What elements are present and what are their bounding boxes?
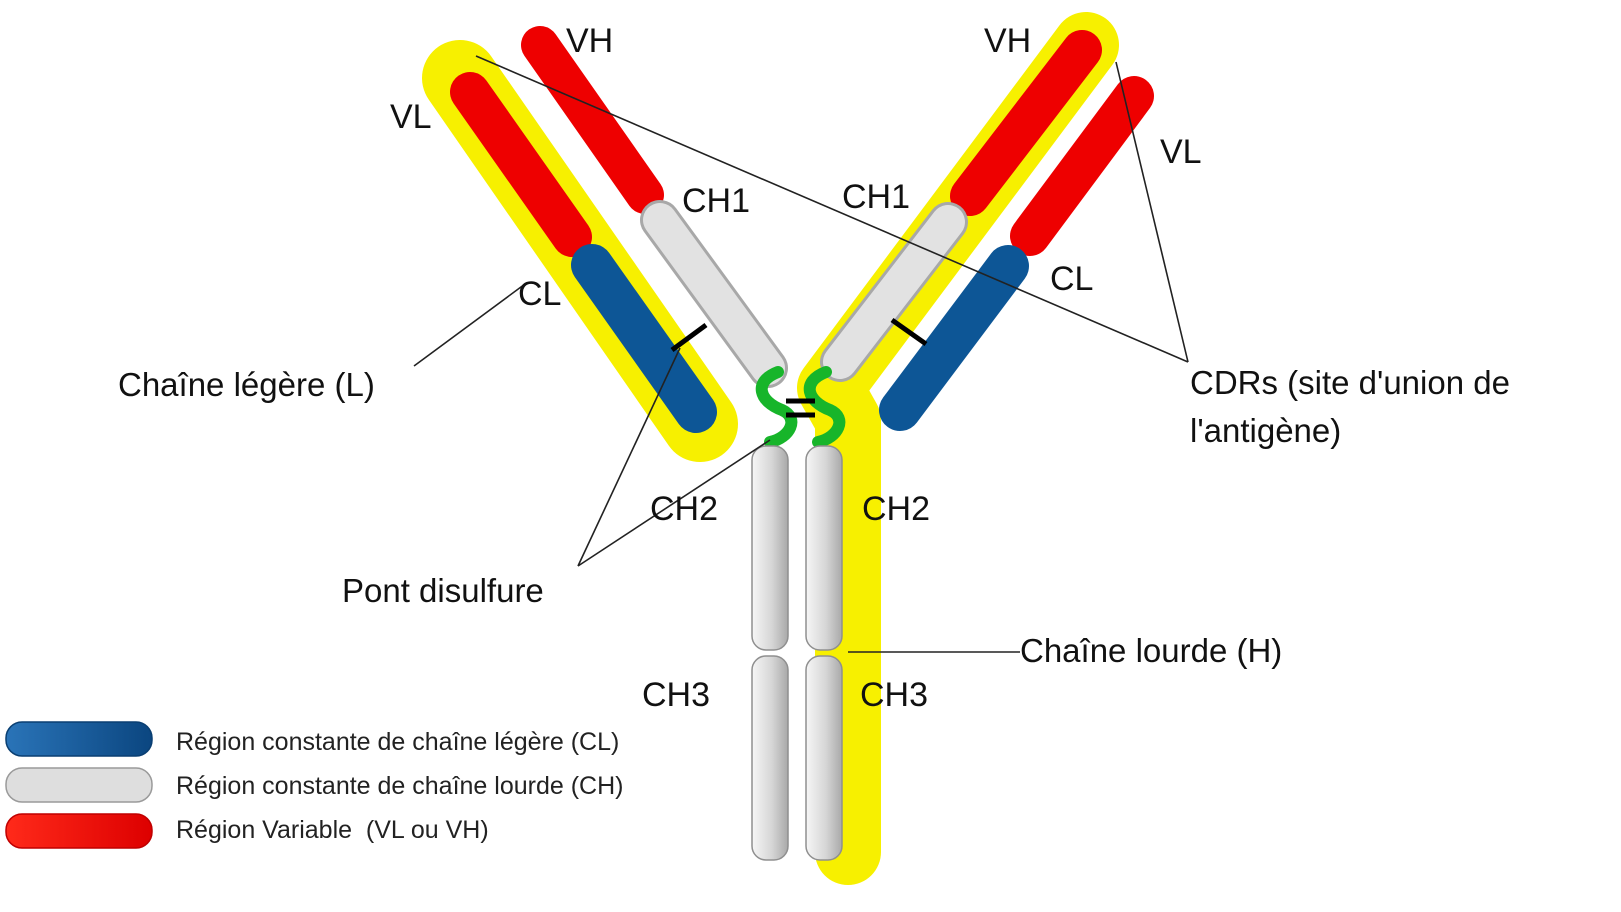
cl-domain-right — [879, 245, 1029, 431]
vh-domain-left — [521, 26, 664, 214]
heavy-chain-highlight-right — [797, 12, 1119, 885]
ch1-domain-left-fill — [643, 203, 785, 385]
ch1-domain-right-fill — [823, 205, 965, 379]
label-heavy-chain: Chaîne lourde (H) — [1020, 632, 1282, 669]
label-vh-left: VH — [566, 22, 613, 60]
disulfide-leader-2 — [577, 439, 771, 567]
right-heavy-arm — [820, 30, 1102, 382]
disulfide-bond-left-arm — [670, 322, 708, 353]
label-cdrs-line2: l'antigène) — [1190, 412, 1341, 449]
label-cl-right: CL — [1050, 260, 1093, 298]
cl-domain-left — [571, 244, 717, 433]
vl-domain-left — [450, 72, 592, 257]
label-vl-right: VL — [1160, 133, 1202, 171]
legend-swatch-heavy-constant — [5, 767, 153, 803]
legend-label-light-constant: Région constante de chaîne légère (CL) — [176, 728, 619, 756]
label-ch3-right: CH3 — [860, 676, 928, 714]
disulfide-bond-right-arm — [890, 317, 928, 347]
label-ch2-right: CH2 — [862, 490, 930, 528]
hinge-region — [755, 366, 846, 448]
ch2-domain-left — [751, 445, 789, 651]
legend-label-heavy-constant: Région constante de chaîne lourde (CH) — [176, 772, 624, 800]
legend-swatch-variable — [5, 813, 153, 849]
legend: Région constante de chaîne légère (CL) R… — [5, 721, 624, 849]
legend-swatch-light-constant — [5, 721, 153, 757]
label-ch3-left: CH3 — [642, 676, 710, 714]
cdrs-leader-2 — [1115, 61, 1189, 363]
label-vl-left: VL — [390, 98, 432, 136]
label-disulfide-bridge: Pont disulfure — [342, 572, 544, 609]
callout-labels: Chaîne légère (L) Pont disulfure Chaîne … — [118, 364, 1510, 669]
disulfide-leader-1 — [577, 347, 681, 567]
fc-stem — [751, 445, 843, 861]
ch2-domain-right — [805, 445, 843, 651]
label-cdrs-line1: CDRs (site d'union de — [1190, 364, 1510, 401]
legend-label-variable: Région Variable (VL ou VH) — [176, 816, 489, 844]
ch3-domain-right — [805, 655, 843, 861]
ch3-domain-left — [751, 655, 789, 861]
vl-domain-right — [1010, 76, 1154, 256]
domain-labels: VH VH VL VL CH1 CH1 CL CL CH2 CH2 CH3 CH… — [390, 22, 1202, 714]
left-light-arm — [450, 72, 717, 433]
light-chain-leader — [413, 283, 526, 367]
label-light-chain: Chaîne légère (L) — [118, 366, 375, 403]
callout-lines — [413, 55, 1189, 653]
label-ch2-left: CH2 — [650, 490, 718, 528]
cdrs-leader-1 — [475, 55, 1189, 363]
hinge-right — [803, 366, 846, 448]
label-cl-left: CL — [518, 275, 561, 313]
label-vh-right: VH — [984, 22, 1031, 60]
label-ch1-right: CH1 — [842, 178, 910, 216]
left-heavy-arm — [521, 26, 788, 388]
vh-domain-right — [950, 30, 1102, 216]
label-ch1-left: CH1 — [682, 182, 750, 220]
hinge-left — [755, 366, 798, 448]
right-light-arm — [879, 76, 1154, 431]
